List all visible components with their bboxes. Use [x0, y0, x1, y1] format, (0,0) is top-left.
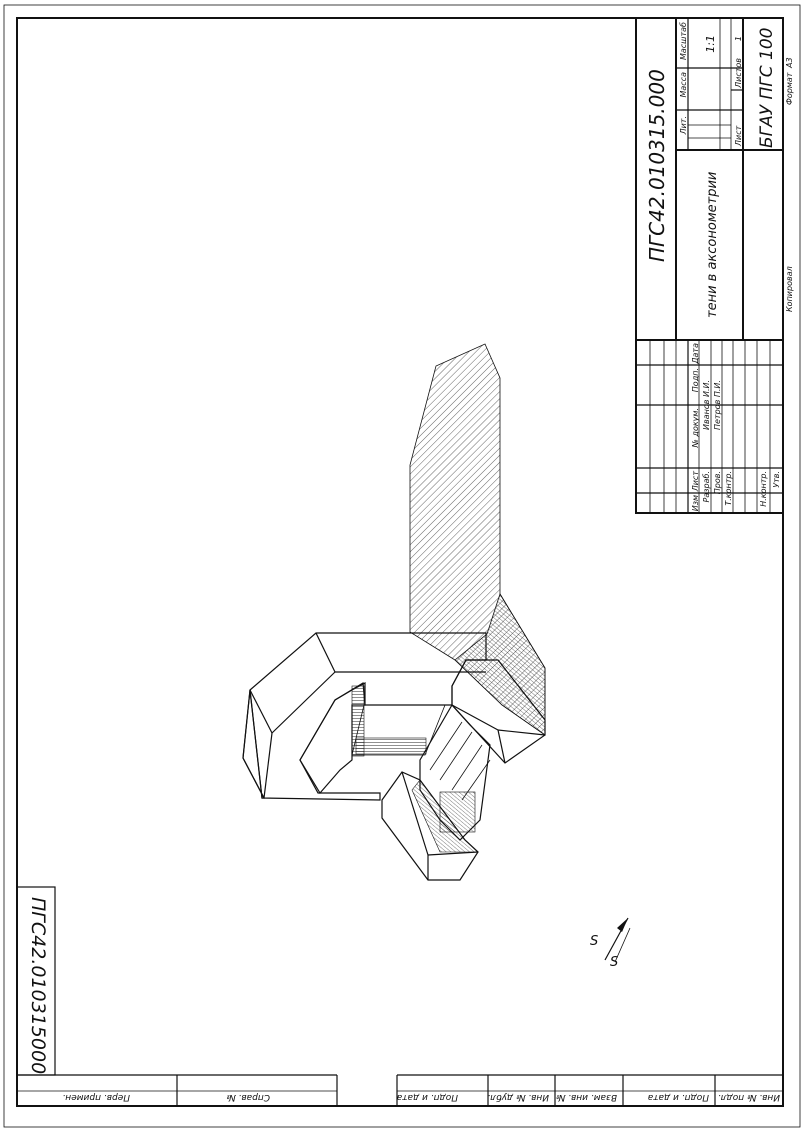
- front-block-shadow: [411, 779, 479, 853]
- role-tkontr: Т.контр.: [724, 471, 733, 506]
- rev-header-date: Дата: [691, 343, 700, 365]
- light-mark-s2: S: [610, 955, 618, 970]
- sheets-value: 1: [734, 36, 743, 41]
- light-direction-symbol: S S: [590, 917, 631, 970]
- body-left-face: [242, 689, 265, 799]
- rev-header-izm: Изм: [691, 495, 700, 511]
- format-value: А3: [785, 57, 794, 69]
- designation: ПГС42.010315.000: [645, 69, 669, 262]
- light-arrow-head: [617, 918, 628, 932]
- margin-label-podp-data-2: Подп. и дата: [648, 1092, 709, 1102]
- role-utv: Утв.: [772, 471, 781, 488]
- role-razrab: Разраб.: [702, 471, 711, 502]
- title-block: Масштаб Масса Лит. 1:1 Листов 1 Лист БГА…: [635, 17, 794, 514]
- rev-header-doc: № докум.: [691, 408, 700, 448]
- rear-block: [451, 659, 546, 764]
- organization: БГАУ ПГС 100: [757, 27, 777, 148]
- label-mass: Масса: [679, 72, 688, 98]
- copied-label: Копировал: [785, 266, 794, 312]
- body-top-face: [249, 632, 487, 801]
- side-designation-text: ПГС42.010315000: [27, 897, 49, 1074]
- margin-label-inv-dubl: Инв. № дубл.: [487, 1092, 549, 1102]
- label-scale: Масштаб: [679, 22, 688, 60]
- margin-label-podp-data-1: Подп. и дата: [397, 1092, 458, 1102]
- side-designation-stamp: ПГС42.010315000: [16, 886, 56, 1076]
- margin-label-sprav-no: Справ. №: [226, 1092, 270, 1102]
- label-sheet: Лист: [734, 125, 743, 147]
- rev-header-sign: Подп.: [691, 368, 700, 392]
- name-ivanov: Иванов И.И.: [702, 380, 711, 430]
- cast-shadow-wedge: [454, 593, 546, 736]
- margin-label-perv-primen: Перв. примен.: [62, 1092, 130, 1102]
- role-prov: Пров.: [713, 471, 722, 494]
- drawing-title: тени в аксонометрии: [705, 172, 720, 318]
- role-nkontr: Н.контр.: [759, 471, 768, 507]
- margin-label-inv-podl: Инв. № подл.: [718, 1092, 780, 1102]
- margin-label-vzam-inv: Взам. инв. №: [556, 1092, 617, 1102]
- name-petrov: Петров П.И.: [713, 380, 722, 430]
- format-label: Формат: [785, 72, 794, 105]
- trim-border: [3, 4, 801, 1128]
- label-sheets: Листов: [734, 58, 743, 89]
- rev-header-sheet: Лист: [691, 471, 700, 493]
- scale-value: 1:1: [704, 35, 717, 53]
- bottom-margin-stamp: Перв. примен. Справ. № Подп. и дата Инв.…: [17, 1074, 783, 1106]
- label-lit: Лит.: [679, 116, 688, 135]
- axonometric-drawing: [242, 343, 546, 881]
- drawing-frame: [16, 17, 784, 1107]
- inner-floor-shadow: [355, 737, 427, 755]
- light-mark-s1: S: [590, 934, 598, 949]
